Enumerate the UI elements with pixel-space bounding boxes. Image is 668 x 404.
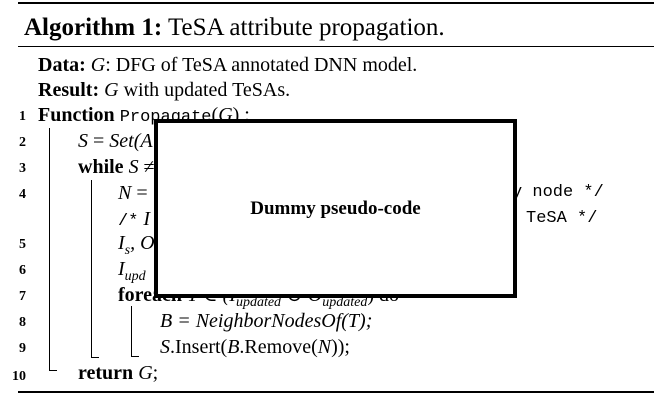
data-var: G (90, 54, 106, 76)
paren: ( (211, 104, 219, 126)
line-number: 3 (19, 161, 26, 176)
rest: ; (152, 362, 159, 384)
line-number: 10 (12, 369, 26, 384)
code-line-10: return G; (78, 362, 158, 384)
line-number: 1 (19, 109, 26, 124)
line-number: 2 (19, 135, 26, 150)
algorithm-label: Algorithm 1: (24, 14, 163, 41)
comment-start: /* (118, 212, 139, 231)
close: )); (331, 336, 350, 358)
line-number: 9 (19, 341, 26, 356)
eq: = (88, 130, 110, 152)
subscript: s (124, 243, 131, 258)
data-keyword: Data: (38, 54, 86, 76)
code-line-4: N = (118, 182, 148, 204)
indent-guide-function (49, 128, 50, 370)
var: I (143, 208, 151, 230)
code-line-5: Is, O (118, 232, 155, 258)
line-number: 4 (19, 187, 26, 202)
algorithm-title: TeSA attribute propagation. (167, 14, 445, 41)
result-text: with updated TeSAs. (118, 79, 291, 101)
line-number: 6 (19, 263, 26, 278)
var: B (227, 336, 240, 358)
rest: , O (130, 232, 155, 254)
dummy-pseudocode-overlay: Dummy pseudo-code (154, 119, 517, 298)
code-line-2: S = Set(A (78, 130, 153, 152)
var: S (123, 156, 144, 178)
var: N (118, 182, 132, 204)
method: .Remove( (239, 336, 318, 358)
code-line-8: B = NeighborNodesOf(T); (160, 310, 373, 332)
var: G (133, 362, 153, 384)
data-line: Data: G: DFG of TeSA annotated DNN model… (38, 54, 417, 76)
line-number: 8 (19, 315, 26, 330)
subscript: updated (235, 295, 282, 310)
result-var: G (104, 79, 119, 101)
keyword: Function (38, 104, 115, 126)
overlay-label: Dummy pseudo-code (250, 197, 421, 219)
indent-guide-while (91, 180, 92, 357)
algorithm-caption: Algorithm 1: TeSA attribute propagation. (24, 14, 445, 42)
line-number: 7 (19, 289, 26, 304)
caption-rule (18, 46, 654, 47)
var: I (118, 232, 125, 254)
data-text: : DFG of TeSA annotated DNN model. (105, 54, 418, 76)
eq: = (131, 182, 148, 204)
bottom-rule (18, 391, 654, 393)
method: .Insert( (170, 336, 228, 358)
comment-4-end: y node */ (512, 183, 604, 202)
subscript: updated (322, 295, 368, 310)
indent-tick-while (91, 357, 99, 358)
code-line-9: S.Insert(B.Remove(N)); (160, 336, 350, 358)
keyword: return (78, 362, 134, 384)
keyword: while (78, 156, 124, 178)
var: I (118, 258, 125, 280)
comment-4b-end: TeSA */ (526, 209, 598, 228)
code-line-4b: /* I (118, 208, 150, 233)
code-line-6: Iupd (118, 258, 146, 284)
line-number: 5 (19, 237, 26, 252)
var: N (317, 336, 332, 358)
var: S (78, 130, 88, 152)
sym: ≠ (143, 156, 155, 178)
var: S (160, 336, 170, 358)
indent-guide-foreach (131, 306, 132, 356)
indent-tick-foreach (131, 356, 139, 357)
result-keyword: Result: (38, 79, 100, 101)
subscript: upd (124, 269, 146, 284)
result-line: Result: G with updated TeSAs. (38, 79, 290, 101)
algorithm-block: Algorithm 1: TeSA attribute propagation.… (12, 0, 654, 404)
fn: Set(A (109, 130, 153, 152)
top-rule (18, 2, 654, 4)
code-line-3: while S ≠ (78, 156, 155, 178)
indent-tick-function (49, 370, 57, 371)
